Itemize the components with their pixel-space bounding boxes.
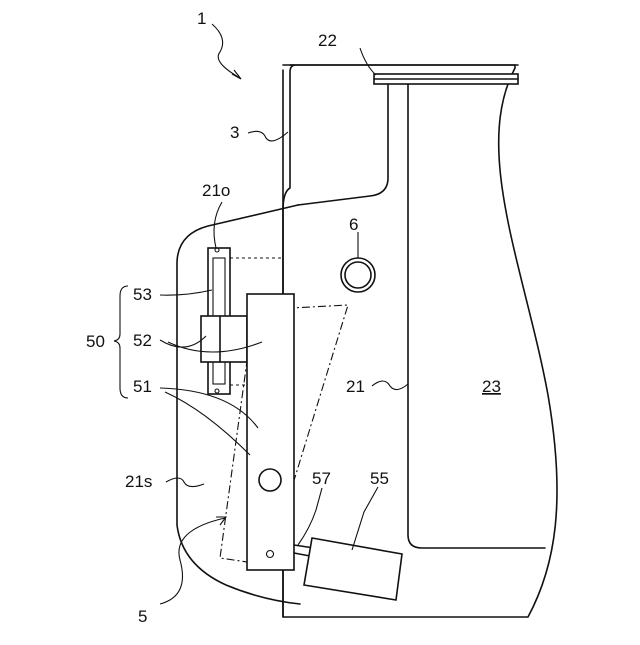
leader-frame-top bbox=[360, 48, 376, 75]
label-device: 1 bbox=[197, 9, 206, 28]
leader-device-arrow bbox=[232, 70, 241, 79]
sensor-outer-circle bbox=[341, 258, 375, 292]
label-sensor: 6 bbox=[349, 215, 358, 234]
leader-side bbox=[166, 478, 204, 487]
plate bbox=[247, 294, 294, 570]
slider-block bbox=[201, 316, 247, 362]
label-chamber: 23 bbox=[482, 377, 501, 396]
leader-casing bbox=[248, 131, 288, 141]
group-bracket bbox=[114, 286, 128, 398]
leader-part57 bbox=[298, 488, 322, 545]
leader-part51 bbox=[160, 388, 258, 455]
label-casing: 3 bbox=[230, 123, 239, 142]
connecting-rod-lower bbox=[294, 553, 310, 556]
label-side: 21s bbox=[125, 472, 152, 491]
sensor-inner-circle bbox=[345, 262, 371, 288]
label-part57: 57 bbox=[312, 469, 331, 488]
casing-duct-step bbox=[298, 84, 388, 205]
label-part51: 51 bbox=[133, 377, 152, 396]
label-part53: 53 bbox=[133, 285, 152, 304]
label-opening: 21o bbox=[202, 181, 230, 200]
leader-part53 bbox=[160, 290, 212, 295]
partition-wall bbox=[408, 84, 545, 548]
label-group50: 50 bbox=[86, 332, 105, 351]
label-frame-top: 22 bbox=[318, 31, 337, 50]
leader-motor bbox=[352, 487, 378, 550]
leader-partition bbox=[372, 381, 408, 390]
leader-device bbox=[212, 24, 240, 78]
label-part52: 52 bbox=[133, 331, 152, 350]
label-partition: 21 bbox=[346, 377, 365, 396]
label-mechanism: 5 bbox=[138, 607, 147, 626]
label-motor: 55 bbox=[370, 469, 389, 488]
casing-outline bbox=[283, 65, 557, 617]
